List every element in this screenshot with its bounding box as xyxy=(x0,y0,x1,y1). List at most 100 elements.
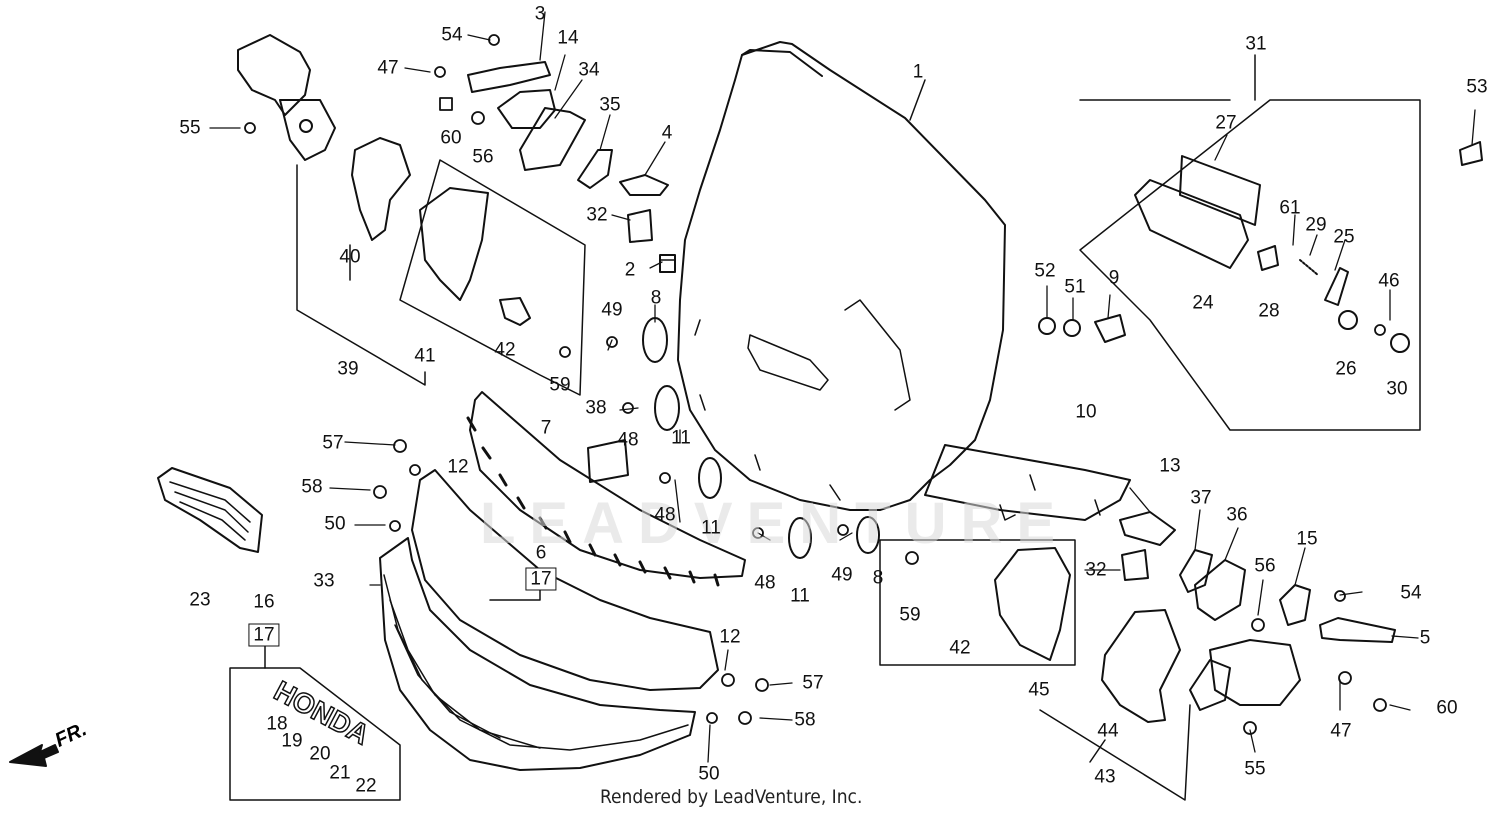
part-label-15: 15 xyxy=(1296,528,1318,550)
part-label-35: 35 xyxy=(599,94,621,116)
part-label-9: 9 xyxy=(1108,267,1120,289)
group-frames xyxy=(229,54,1421,801)
stay-5 xyxy=(1319,617,1396,643)
part-label-57b: 57 xyxy=(802,672,824,694)
spring-29 xyxy=(1299,259,1319,276)
part-label-45: 45 xyxy=(1028,679,1050,701)
part-label-12b: 12 xyxy=(719,626,741,648)
part-label-50b: 50 xyxy=(698,763,720,785)
part-label-32a: 32 xyxy=(586,204,608,226)
grommet-11c xyxy=(788,517,812,559)
garnish-40 xyxy=(351,137,411,241)
stay-3 xyxy=(467,61,551,93)
part-label-47b: 47 xyxy=(1330,720,1352,742)
mirror-bracket-right xyxy=(1189,639,1301,711)
bracket-35 xyxy=(577,149,613,189)
part-label-43: 43 xyxy=(1094,766,1116,788)
part-label-16: 16 xyxy=(253,591,275,613)
part-label-60a: 60 xyxy=(440,127,462,149)
lever-25 xyxy=(1324,267,1349,306)
part-label-30: 30 xyxy=(1386,378,1408,400)
part-label-52: 52 xyxy=(1034,260,1056,282)
part-label-19: 19 xyxy=(281,730,303,752)
sticker-2 xyxy=(659,254,676,273)
part-label-39: 39 xyxy=(337,358,359,380)
watermark-text: LEADVENTURE xyxy=(480,491,1070,556)
part-label-51: 51 xyxy=(1064,276,1086,298)
part-label-48b: 48 xyxy=(654,504,676,526)
part-label-26: 26 xyxy=(1335,358,1357,380)
part-label-22: 22 xyxy=(355,775,377,797)
windscreen xyxy=(677,41,1006,511)
part-label-4: 4 xyxy=(661,122,673,144)
part-label-49b: 49 xyxy=(831,564,853,586)
part-label-25: 25 xyxy=(1333,226,1355,248)
part-label-60b: 60 xyxy=(1436,697,1458,719)
part-label-18: 18 xyxy=(266,713,288,735)
lower-fairing-6 xyxy=(411,469,719,691)
part-label-11b: 11 xyxy=(701,517,721,539)
part-label-31: 31 xyxy=(1245,33,1267,55)
grommet-8a xyxy=(642,317,668,363)
part-label-47a: 47 xyxy=(377,57,399,79)
knob-30 xyxy=(1390,333,1410,353)
part-label-34: 34 xyxy=(578,59,600,81)
part-label-59a: 59 xyxy=(549,374,571,396)
front-direction-arrow xyxy=(9,744,59,767)
part-label-57a: 57 xyxy=(322,432,344,454)
garnish-45 xyxy=(994,547,1071,661)
part-label-33: 33 xyxy=(313,570,335,592)
pocket-27 xyxy=(1179,155,1261,226)
part-label-56b: 56 xyxy=(1254,555,1276,577)
bolt-53 xyxy=(1459,141,1483,166)
part-label-54a: 54 xyxy=(441,24,463,46)
bracket-15 xyxy=(1279,584,1311,626)
part-label-42a: 42 xyxy=(494,339,516,361)
part-label-27: 27 xyxy=(1215,112,1237,134)
mirror-bracket-left xyxy=(237,34,336,161)
part-label-13: 13 xyxy=(1159,455,1181,477)
part-label-12a: 12 xyxy=(447,456,469,478)
part-label-40: 40 xyxy=(339,246,361,268)
part-label-48a: 48 xyxy=(617,429,639,451)
part-label-7: 7 xyxy=(540,417,552,439)
garnish-41 xyxy=(419,187,531,326)
part-label-58a: 58 xyxy=(301,476,323,498)
part-label-11a: 11 xyxy=(671,427,691,449)
clip-13 xyxy=(1119,511,1176,546)
knob-26 xyxy=(1338,310,1358,330)
part-label-8a: 8 xyxy=(650,287,662,309)
part-label-29: 29 xyxy=(1305,214,1327,236)
part-label-8b: 8 xyxy=(872,567,884,589)
part-label-24: 24 xyxy=(1192,292,1214,314)
grommet-11b xyxy=(698,457,722,499)
part-label-56a: 56 xyxy=(472,146,494,168)
grommet-11a xyxy=(654,385,680,431)
part-label-46: 46 xyxy=(1378,270,1400,292)
part-label-23: 23 xyxy=(189,589,211,611)
bracket-34 xyxy=(519,107,586,171)
part-label-1: 1 xyxy=(912,61,924,83)
part-label-37: 37 xyxy=(1190,487,1212,509)
part-label-21: 21 xyxy=(329,762,351,784)
clip-32a xyxy=(627,209,653,243)
lower-fairing-33 xyxy=(379,537,696,771)
plate-28 xyxy=(1257,245,1279,271)
bracket-36 xyxy=(1194,559,1246,621)
part-label-17a: 17 xyxy=(525,567,557,591)
part-label-28: 28 xyxy=(1258,300,1280,322)
part-label-48c: 48 xyxy=(754,572,776,594)
part-label-55a: 55 xyxy=(179,117,201,139)
part-label-50a: 50 xyxy=(324,513,346,535)
render-credit: Rendered by LeadVenture, Inc. xyxy=(600,786,863,808)
part-label-20: 20 xyxy=(309,743,331,765)
upper-cowl-7 xyxy=(466,391,746,587)
part-label-58b: 58 xyxy=(794,709,816,731)
inner-panel-10 xyxy=(924,444,1131,521)
garnish-44 xyxy=(1101,609,1181,723)
vent-grille-23 xyxy=(157,467,263,553)
part-label-49a: 49 xyxy=(601,299,623,321)
part-label-53: 53 xyxy=(1466,76,1488,98)
part-label-59b: 59 xyxy=(899,604,921,626)
